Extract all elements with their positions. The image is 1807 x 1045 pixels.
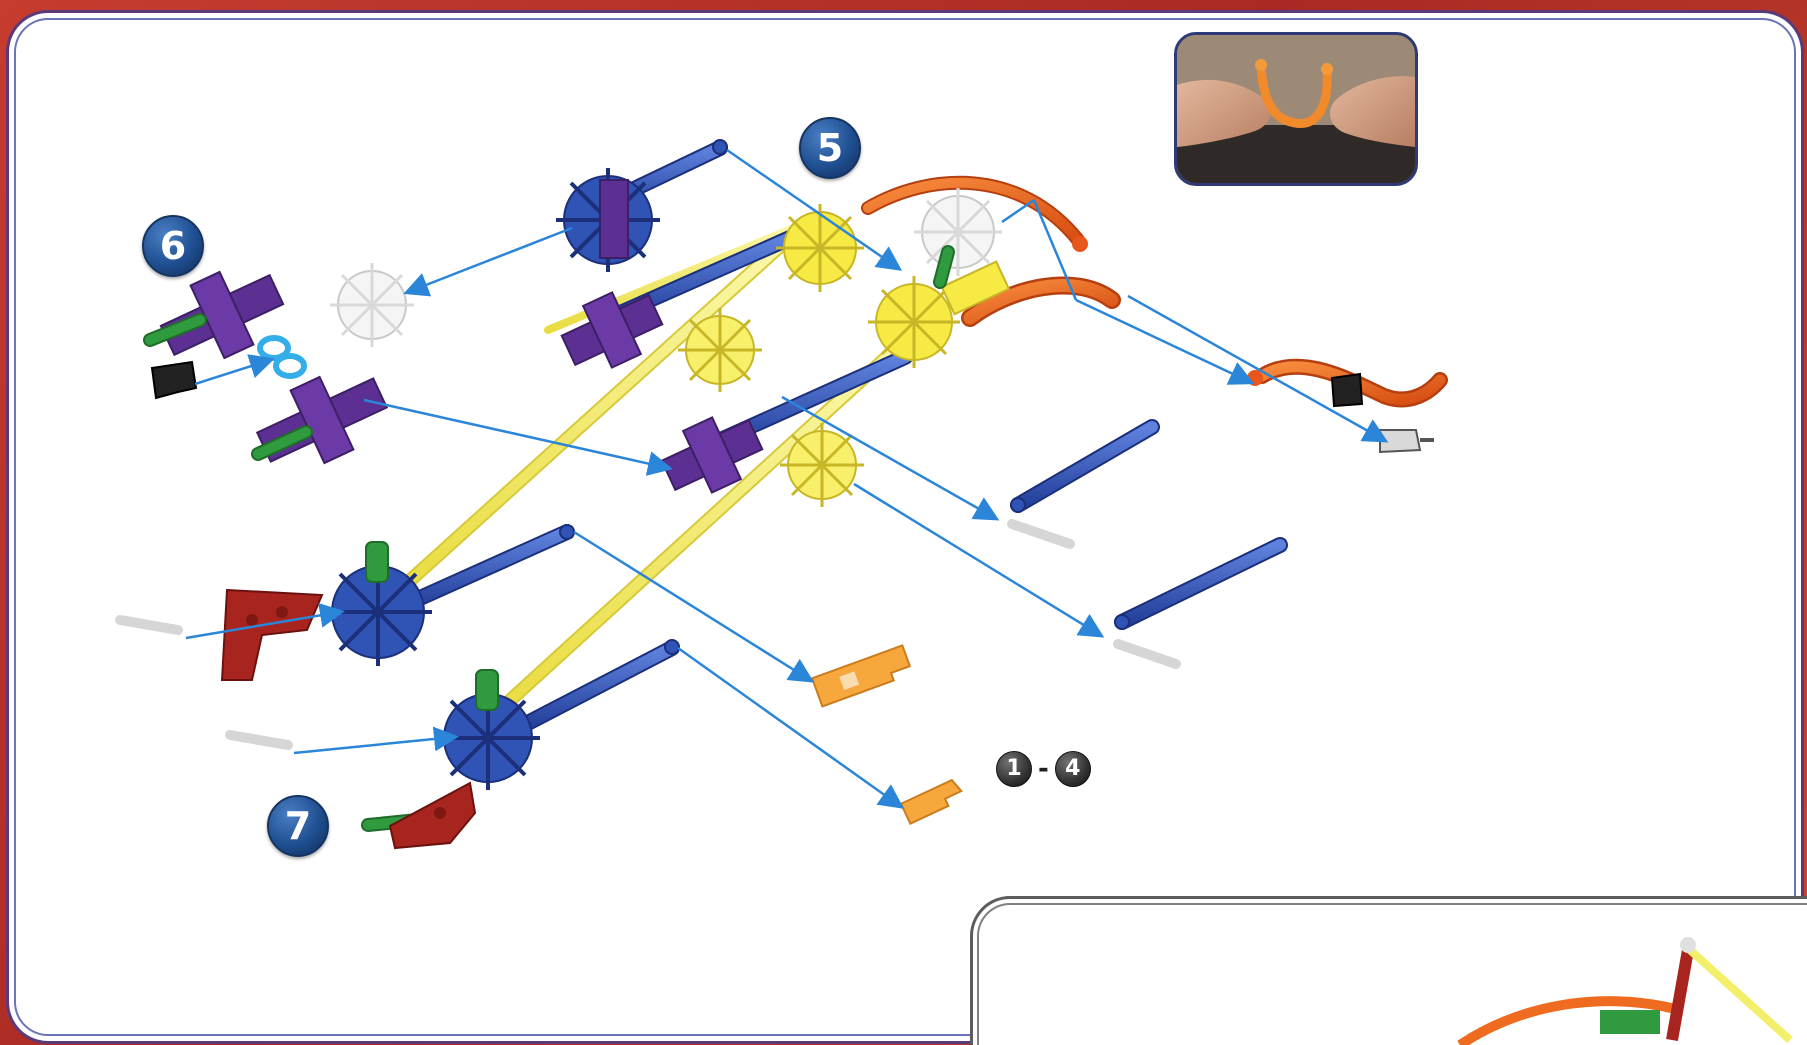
purple-connector-step6-bottom	[247, 357, 397, 484]
black-clip-orange	[1332, 374, 1362, 406]
step-6-badge: 6	[142, 215, 204, 277]
arrow-white-rod-to-hub-2	[294, 737, 454, 753]
step-7-badge: 7	[267, 795, 329, 857]
blue-gear-top	[556, 168, 660, 272]
orange-clip-large	[812, 645, 912, 706]
blue-rod-loose-1	[1011, 427, 1152, 512]
white-rod-1	[120, 620, 178, 630]
range-start-badge: 1	[996, 751, 1032, 787]
yellow-rod-1	[405, 240, 787, 585]
green-peg-step5	[940, 252, 948, 282]
blue-rod-loose-2	[1115, 545, 1280, 629]
blue-rod-bottom	[520, 640, 679, 727]
white-rod-4	[1118, 644, 1176, 664]
partial-model-preview	[1460, 937, 1790, 1045]
yellow-gear-top	[776, 204, 864, 292]
light-blue-spacer	[260, 338, 304, 376]
white-gear-upper	[914, 188, 1002, 276]
gray-clip	[1380, 430, 1434, 452]
step-5-badge: 5	[799, 117, 861, 179]
yellow-gear-loose-1	[678, 308, 762, 392]
orange-clip-small	[901, 778, 965, 823]
black-clip-step6	[152, 362, 196, 398]
arrow-track-to-clip	[1128, 296, 1384, 440]
arrow-hub-to-white-gear	[408, 228, 572, 292]
arrow-step6-to-purple	[364, 400, 668, 468]
range-end-badge: 4	[1055, 751, 1091, 787]
white-rod-3	[1012, 524, 1070, 544]
red-connector-lower	[222, 590, 322, 680]
range-separator: -	[1038, 754, 1049, 784]
blue-gear-lower	[324, 542, 432, 666]
arrow-track-to-orange	[1076, 300, 1250, 382]
arrow-track-split-a	[1002, 200, 1034, 222]
white-gear-left	[330, 263, 414, 347]
steps-range-label: 1 - 4	[996, 751, 1091, 787]
white-rod-2	[230, 735, 288, 745]
arrow-clip-to-spacer	[195, 360, 270, 384]
